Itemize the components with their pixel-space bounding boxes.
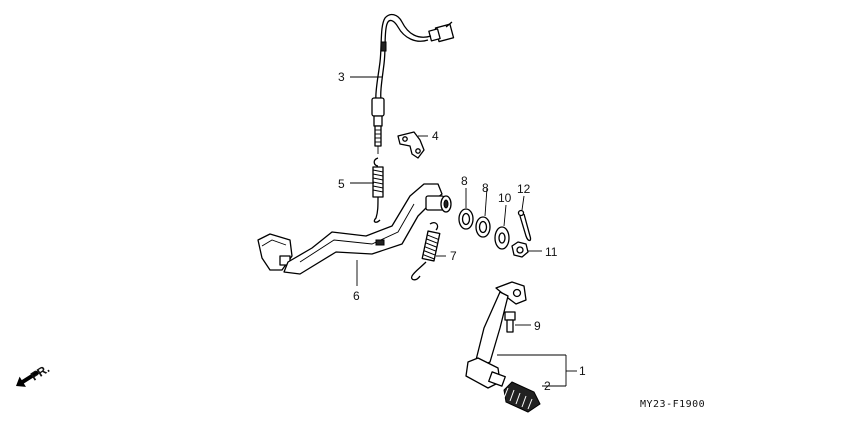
flange-nut bbox=[511, 241, 529, 258]
callout-8b: 8 bbox=[482, 181, 489, 195]
callout-6: 6 bbox=[353, 289, 360, 303]
callout-4: 4 bbox=[432, 129, 439, 143]
washer bbox=[494, 226, 510, 250]
callout-3: 3 bbox=[338, 70, 345, 84]
callout-11: 11 bbox=[545, 245, 558, 259]
callout-7: 7 bbox=[450, 249, 457, 263]
diagram-code: MY23-F1900 bbox=[640, 399, 705, 410]
switch-bracket bbox=[397, 131, 425, 159]
callouts: 1 2 3 4 5 6 7 8 8 9 10 11 12 bbox=[338, 70, 586, 393]
return-spring bbox=[410, 222, 441, 281]
dust-seal-b bbox=[475, 216, 491, 238]
callout-8a: 8 bbox=[461, 174, 468, 188]
brake-pedal bbox=[257, 183, 452, 275]
callout-10: 10 bbox=[498, 191, 512, 205]
callout-2: 2 bbox=[544, 379, 551, 393]
shift-pedal-rubber bbox=[503, 381, 541, 413]
dust-seal-a bbox=[458, 208, 474, 230]
callout-9: 9 bbox=[534, 319, 541, 333]
front-direction-arrow: FR. bbox=[16, 361, 52, 387]
front-direction-label: FR. bbox=[28, 361, 52, 383]
callout-5: 5 bbox=[338, 177, 345, 191]
callout-12: 12 bbox=[517, 182, 531, 196]
stop-switch-assembly bbox=[371, 13, 455, 154]
callout-1: 1 bbox=[579, 364, 586, 378]
leader-lines bbox=[350, 76, 577, 387]
gearshift-pedal bbox=[465, 281, 527, 389]
pinch-bolt bbox=[504, 311, 516, 333]
switch-spring bbox=[372, 157, 384, 223]
cotter-pin bbox=[517, 209, 532, 242]
